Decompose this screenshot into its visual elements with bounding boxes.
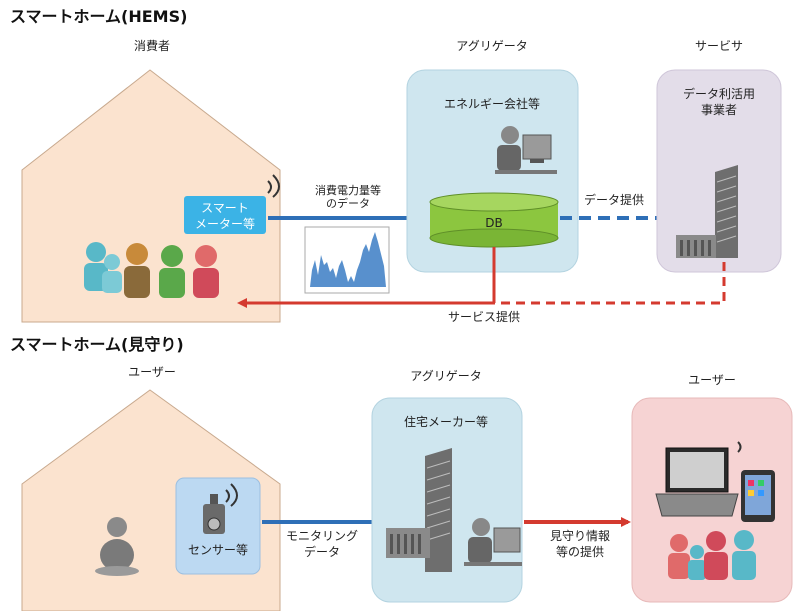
monitoring-label-line1: モニタリング <box>286 529 358 543</box>
section2-title: スマートホーム(見守り) <box>10 335 184 354</box>
db-label: DB <box>485 216 502 230</box>
db-cylinder <box>429 192 559 248</box>
aggregator2-sub: 住宅メーカー等 <box>404 414 488 429</box>
smart-meter-box <box>184 196 266 234</box>
user-right-label: ユーザー <box>688 373 736 387</box>
user-left-label: ユーザー <box>128 365 176 379</box>
aggregator2-label: アグリゲータ <box>410 369 481 383</box>
monitoring-label-line2: データ <box>304 544 340 559</box>
service-provide-label: サービス提供 <box>448 309 520 324</box>
consumer-label: 消費者 <box>134 38 170 53</box>
wifi-icon <box>737 441 742 453</box>
camera-sensor-icon <box>203 494 225 534</box>
data-provide-label: データ提供 <box>584 192 644 207</box>
building-icon <box>676 165 738 258</box>
section1-title: スマートホーム(HEMS) <box>10 7 187 26</box>
usage-chart-icon <box>304 226 390 294</box>
tablet-icon <box>741 470 775 522</box>
building-icon <box>386 448 452 572</box>
sensor-label: センサー等 <box>188 543 248 557</box>
servicer-label: サービサ <box>695 39 743 53</box>
aggregator-label: アグリゲータ <box>456 39 527 53</box>
wifi-icon <box>225 483 238 507</box>
watch-label-line1: 見守り情報 <box>550 529 610 543</box>
meter-label-line2: メーター等 <box>195 217 255 231</box>
wifi-icon <box>267 174 280 198</box>
family-icon <box>84 242 219 298</box>
person-at-computer-icon <box>464 518 522 566</box>
person-at-computer-icon <box>495 126 557 174</box>
elderly-person-icon <box>95 517 139 576</box>
meter-label-line1: スマート <box>201 201 249 215</box>
servicer-sub-line2: 事業者 <box>701 103 737 117</box>
aggregator-sub: エネルギー会社等 <box>444 96 540 111</box>
flow-label-line2: のデータ <box>326 196 370 210</box>
flow-label-line1: 消費電力量等 <box>315 183 381 197</box>
family-icon <box>668 530 756 580</box>
servicer-sub-line1: データ利活用 <box>683 86 755 101</box>
laptop-icon <box>655 447 739 517</box>
watch-label-line2: 等の提供 <box>556 544 604 559</box>
